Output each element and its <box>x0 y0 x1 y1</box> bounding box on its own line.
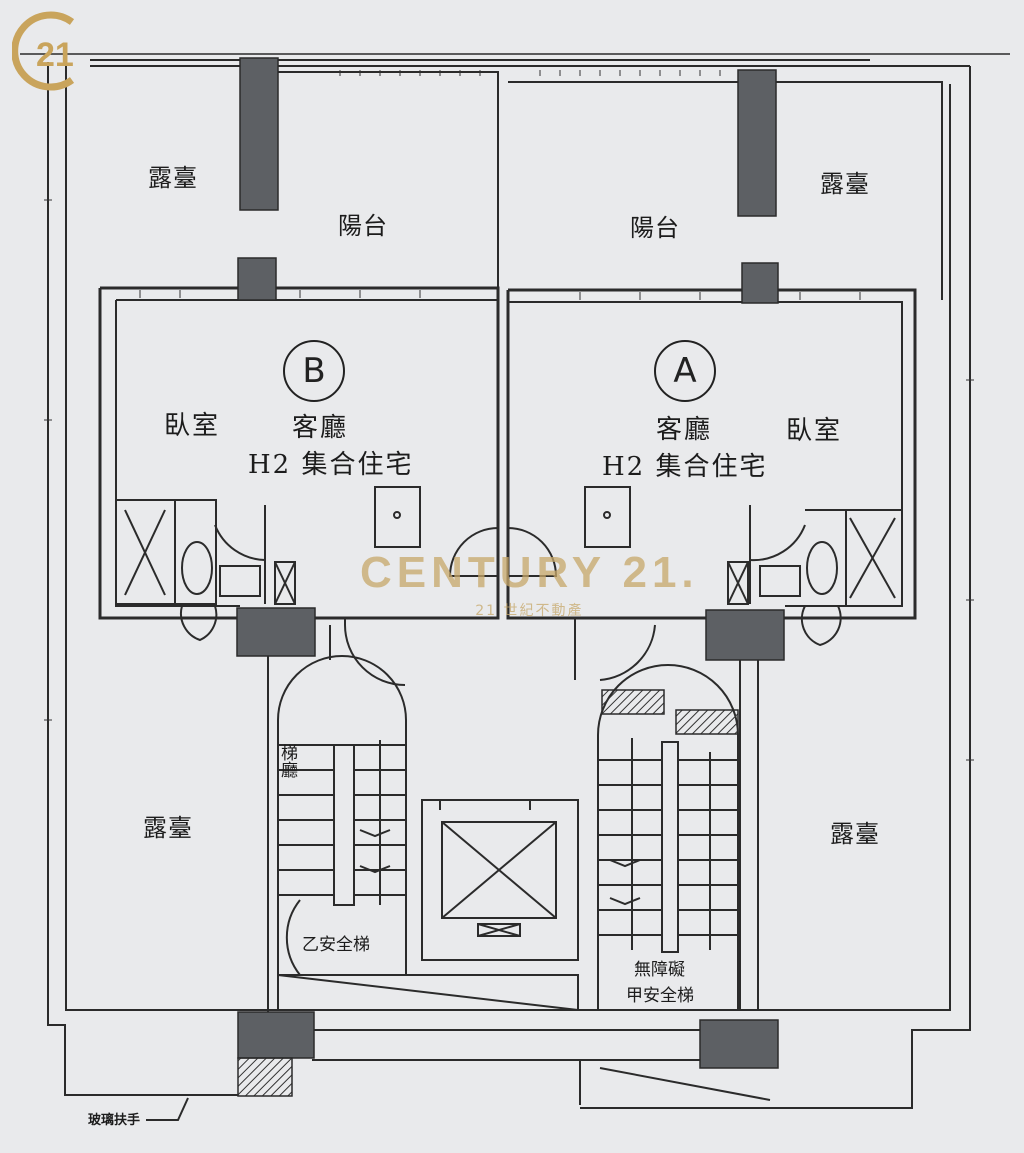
terrace-bottom-right-label: 露臺 <box>830 820 880 848</box>
housing-a-label: H2 集合住宅 <box>602 452 768 482</box>
stair-b-label: 乙安全梯 <box>302 935 370 955</box>
accessible-label: 無障礙 <box>634 960 685 980</box>
housing-b-label: H2 集合住宅 <box>248 450 414 480</box>
bedroom-b-label: 臥室 <box>164 411 221 441</box>
living-a-label: 客廳 <box>656 415 713 445</box>
century21-watermark: CENTURY 21. 21 世紀不動產 <box>360 548 699 620</box>
glass-railing-label: 玻璃扶手 <box>88 1113 141 1128</box>
balcony-left-label: 陽台 <box>338 212 388 240</box>
logo-text: 21 <box>36 36 74 74</box>
balcony-right-label: 陽台 <box>630 214 680 242</box>
unit-a-badge: A <box>654 340 716 402</box>
terrace-bottom-left-label: 露臺 <box>143 814 193 842</box>
bedroom-a-label: 臥室 <box>786 416 843 446</box>
living-b-label: 客廳 <box>292 413 349 443</box>
watermark-brand: CENTURY 21. <box>360 548 699 597</box>
century21-logo: 21 <box>12 11 75 91</box>
stair-hall-label: 梯廳 <box>277 744 297 778</box>
stair-a-label: 甲安全梯 <box>626 986 694 1006</box>
unit-b-badge: B <box>283 340 345 402</box>
terrace-top-left-label: 露臺 <box>148 164 198 192</box>
watermark-sub: 21 世紀不動產 <box>475 603 584 619</box>
terrace-top-right-label: 露臺 <box>820 170 870 198</box>
